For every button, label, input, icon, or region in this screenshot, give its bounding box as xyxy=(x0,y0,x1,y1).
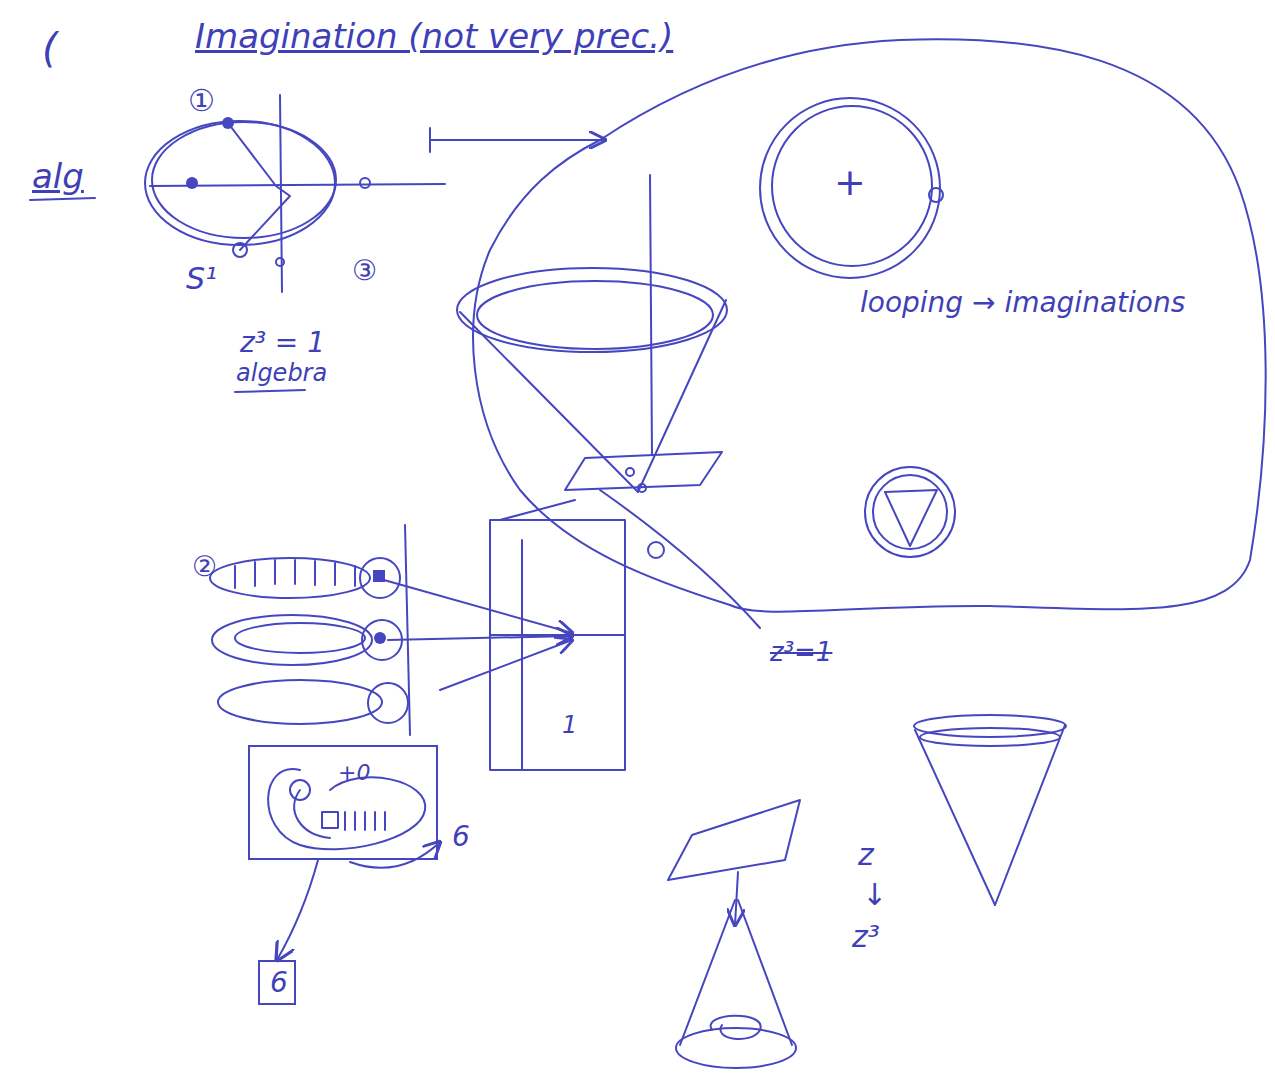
blob-outline-path xyxy=(473,39,1266,611)
sketch-stroke xyxy=(430,139,605,141)
loops-sketch xyxy=(210,520,625,770)
sketch-stroke xyxy=(760,98,940,278)
sketch-stroke xyxy=(294,790,330,838)
target-number: 6 xyxy=(452,822,470,853)
sketch-stroke xyxy=(650,175,652,455)
sketch-stroke xyxy=(929,188,943,202)
sketch-stroke xyxy=(280,95,282,292)
blob-outline xyxy=(430,20,1270,650)
sketch-stroke xyxy=(711,1016,761,1039)
sketch-stroke xyxy=(915,730,995,905)
side-note: algebra xyxy=(236,360,327,386)
sketch-stroke xyxy=(384,580,572,633)
connector-arrow xyxy=(277,860,318,960)
sketch-stroke xyxy=(885,490,937,546)
sketch-stroke xyxy=(873,475,947,549)
sketch-stroke xyxy=(440,640,572,690)
sketch-stroke xyxy=(638,484,646,492)
variable: z xyxy=(858,838,874,871)
maps-to-arrow xyxy=(430,128,605,152)
sketch-box: +0 xyxy=(248,745,438,860)
sketch-stroke xyxy=(374,632,386,644)
sketch-stroke xyxy=(345,812,385,830)
sketch-stroke xyxy=(222,117,234,129)
circle-name: S¹ xyxy=(186,262,217,295)
sketch-stroke xyxy=(388,636,572,640)
node-text: 6 xyxy=(270,968,288,999)
sketch-stroke xyxy=(405,525,410,735)
sketch-stroke xyxy=(276,258,284,266)
sketch-stroke xyxy=(360,178,370,188)
sheet-title: Imagination (not very prec.) xyxy=(195,18,673,55)
sketch-stroke xyxy=(735,872,738,925)
lower-cones xyxy=(668,715,1066,1068)
callout-number: ② xyxy=(192,552,217,583)
sketch-stroke xyxy=(290,780,310,800)
sketch-stroke xyxy=(668,800,800,880)
sketch-stroke xyxy=(865,467,955,557)
sketch-stroke xyxy=(676,1028,796,1068)
sketch-stroke xyxy=(457,268,727,352)
sketch-stroke xyxy=(772,106,932,266)
sketch-stroke xyxy=(995,725,1065,905)
sketch-stroke xyxy=(228,123,290,250)
sketch-stroke xyxy=(186,177,198,189)
sketch-stroke xyxy=(350,842,440,868)
equation: z³=1 xyxy=(770,638,832,667)
page-mark: ( xyxy=(42,26,58,70)
sketch-stroke xyxy=(368,683,408,723)
sketch-stroke xyxy=(460,312,638,492)
sketch-stroke xyxy=(235,560,355,588)
circle-triangle xyxy=(865,467,955,557)
variable: z³ xyxy=(852,920,880,953)
sketch-stroke xyxy=(914,715,1066,737)
sketch-stroke xyxy=(30,198,95,200)
side-note: alg xyxy=(32,158,84,195)
sketch-stroke xyxy=(521,540,523,770)
sketch-stroke xyxy=(268,769,425,849)
sketch-stroke xyxy=(490,520,625,770)
sketch-stroke xyxy=(738,900,792,1045)
sketch-stroke xyxy=(360,558,400,598)
sketch-stroke xyxy=(152,122,336,238)
sketch-stroke xyxy=(477,281,713,349)
sketch-stroke xyxy=(218,680,382,724)
node-text: looping → imaginations xyxy=(860,288,1185,319)
cone-sketch xyxy=(457,175,760,628)
callout-number: ③ xyxy=(352,256,377,287)
sketch-stroke xyxy=(212,615,372,665)
callout-number: ① xyxy=(188,84,215,117)
sketch-stroke xyxy=(490,634,625,636)
point-label: 1 xyxy=(562,712,577,738)
sketch-stroke xyxy=(680,900,735,1045)
sketch-stroke xyxy=(235,623,365,653)
concentric-circles xyxy=(760,98,943,278)
sketch-stroke xyxy=(626,468,634,476)
node-text: +0 xyxy=(338,761,370,785)
unit-circle-sketch xyxy=(30,95,445,392)
sketch-stroke xyxy=(210,558,370,598)
sketch-stroke xyxy=(322,812,338,828)
center-mark: + xyxy=(834,162,866,204)
swirl-sketch xyxy=(268,769,440,868)
sketch-stroke xyxy=(233,243,247,257)
sketch-stroke xyxy=(500,500,575,520)
equation: z³ = 1 xyxy=(240,328,325,359)
number-box: 6 xyxy=(258,960,296,1005)
sketch-stroke xyxy=(920,728,1060,746)
map-arrow: ↓ xyxy=(862,878,887,911)
thought-region: looping → imaginations xyxy=(430,20,1270,650)
sketch-stroke xyxy=(648,542,664,558)
sketch-stroke xyxy=(235,390,305,392)
